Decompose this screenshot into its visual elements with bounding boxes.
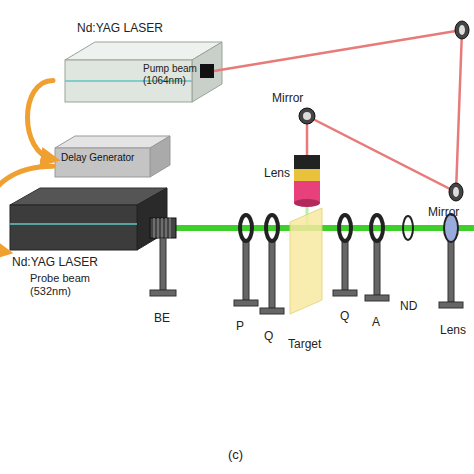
beam-spec: Pump beam (1064nm) [143, 63, 223, 86]
figure-label: (c) [228, 448, 243, 462]
delay-generator: Delay Generator [55, 136, 170, 178]
device-name: Nd:YAG LASER [12, 256, 98, 270]
component-label: A [372, 316, 380, 329]
component-label: Q [264, 330, 273, 343]
trigger-arrow [28, 80, 54, 159]
lens-label: Lens [264, 167, 290, 180]
component-label: ND [400, 300, 417, 313]
device-name: Nd:YAG LASER [77, 22, 163, 36]
device-name: Delay Generator [61, 152, 134, 164]
pump-laser: Nd:YAG LASER Pump beam (1064nm) [55, 20, 230, 104]
component-label: BE [154, 312, 170, 325]
beam-spec: Probe beam (532nm) [30, 272, 116, 297]
mirror-label: Mirror [272, 92, 303, 105]
probe-laser: Nd:YAG LASER Probe beam (532nm) [8, 186, 170, 306]
trigger-arrow [0, 166, 53, 252]
component-label: Lens [440, 324, 466, 337]
component-label: P [236, 320, 244, 333]
component-label: Q [340, 310, 349, 323]
mirror-label: Mirror [428, 206, 459, 219]
component-label: Target [288, 338, 321, 351]
